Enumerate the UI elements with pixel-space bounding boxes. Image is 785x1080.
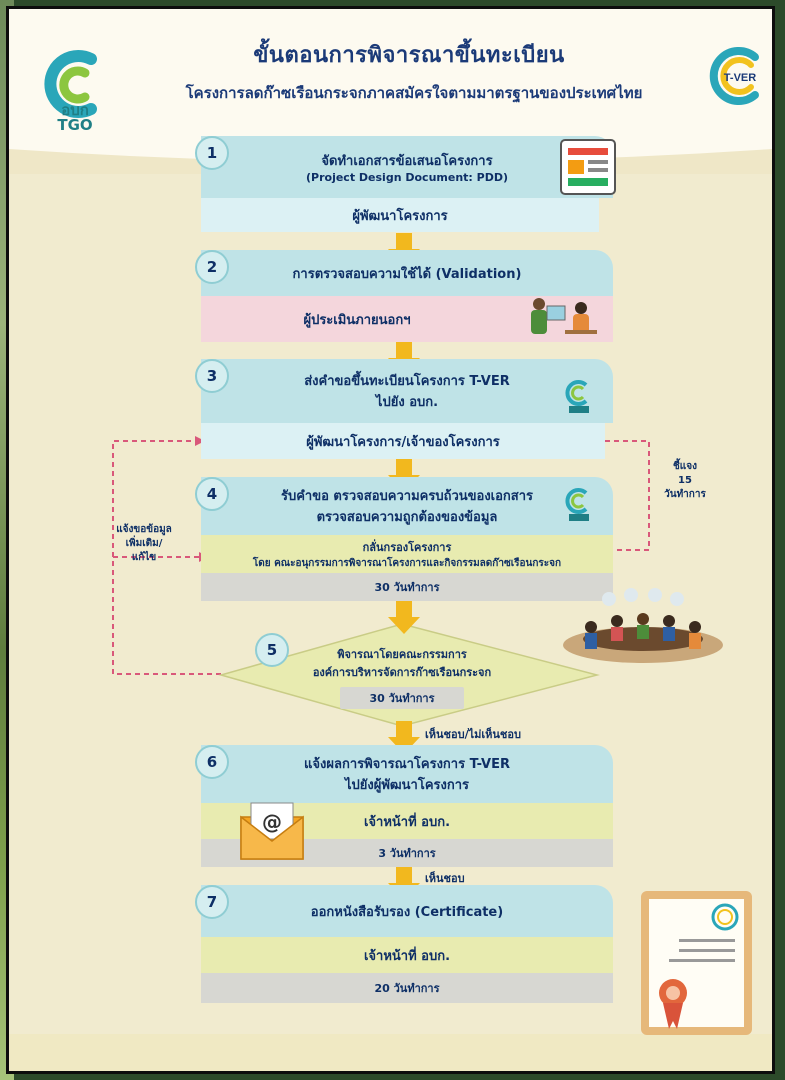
page-title: ขั้นตอนการพิจารณาขึ้นทะเบียน bbox=[253, 43, 565, 68]
step-1-number: 1 bbox=[195, 136, 229, 170]
approve-label: เห็นชอบ bbox=[425, 872, 465, 885]
arrow-4-5 bbox=[388, 601, 420, 634]
step-3-responsible: ผู้พัฒนาโครงการ/เจ้าของโครงการ bbox=[201, 423, 605, 459]
step-6-number: 6 bbox=[195, 745, 229, 779]
certificate-icon bbox=[641, 891, 752, 1035]
step-3-header: ส่งคำขอขึ้นทะเบียนโครงการ T-VER ไปยัง อบ… bbox=[201, 359, 613, 423]
step-4-responsible: กลั่นกรองโครงการ โดย คณะอนุกรรมการพิจารณ… bbox=[201, 535, 613, 573]
tver-logo-icon: T-VER bbox=[709, 47, 759, 105]
validator-people-icon bbox=[531, 298, 597, 334]
arrow-3-4 bbox=[388, 459, 420, 492]
poster: อบก TGO ขั้นตอนการพิจารณาขึ้นทะเบียน โคร… bbox=[6, 6, 775, 1074]
tgo-small-logo-icon bbox=[565, 488, 589, 521]
arrow-2-3 bbox=[388, 342, 420, 375]
at-symbol-icon: @ bbox=[262, 810, 282, 834]
tgo-logo-text: อบก TGO bbox=[57, 101, 93, 134]
page-subtitle: โครงการลดก๊าซเรือนกระจกภาคสมัครใจตามมาตร… bbox=[185, 84, 643, 102]
step-7-duration: 20 วันทำการ bbox=[201, 973, 613, 1003]
step-3-number: 3 bbox=[195, 359, 229, 393]
request-dashed-line-upper bbox=[112, 440, 195, 557]
email-envelope-icon: @ bbox=[240, 802, 304, 860]
header: อบก TGO ขั้นตอนการพิจารณาขึ้นทะเบียน โคร… bbox=[9, 9, 772, 177]
step-7-header: ออกหนังสือรับรอง (Certificate) bbox=[201, 885, 613, 937]
document-icon bbox=[560, 139, 616, 195]
step-1-responsible: ผู้พัฒนาโครงการ bbox=[201, 198, 599, 232]
step-4-number: 4 bbox=[195, 477, 229, 511]
step-4-duration: 30 วันทำการ bbox=[201, 573, 613, 601]
request-dashed-line-lower bbox=[112, 556, 221, 675]
step-5-number: 5 bbox=[255, 633, 289, 667]
arrow-1-2 bbox=[388, 233, 420, 266]
step-5-duration: 30 วันทำการ bbox=[340, 687, 464, 709]
approve-reject-label: เห็นชอบ/ไม่เห็นชอบ bbox=[425, 728, 521, 741]
step-5-title: พิจารณาโดยคณะกรรมการ องค์การบริหารจัดการ… bbox=[312, 648, 492, 679]
step-7-number: 7 bbox=[195, 885, 229, 919]
tver-logo-text: T-VER bbox=[724, 72, 756, 84]
tgo-small-logo-icon bbox=[565, 380, 589, 413]
step-6-header: แจ้งผลการพิจารณาโครงการ T-VER ไปยังผู้พั… bbox=[201, 745, 613, 803]
footer-band bbox=[9, 1034, 772, 1071]
step-1-header: จัดทำเอกสารข้อเสนอโครงการ (Project Desig… bbox=[201, 136, 613, 198]
request-info-note: แจ้งขอข้อมูล เพิ่มเติม/ แก้ไข bbox=[116, 524, 172, 563]
arrow-6-7 bbox=[388, 867, 420, 900]
step-4-header: รับคำขอ ตรวจสอบความครบถ้วนของเอกสาร ตรวจ… bbox=[201, 477, 613, 535]
step-2-header: การตรวจสอบความใช้ได้ (Validation) bbox=[201, 250, 613, 296]
step-7-responsible: เจ้าหน้าที่ อบก. bbox=[201, 937, 613, 973]
request-arrowhead-upper bbox=[195, 436, 205, 446]
clarify-dashed-line bbox=[605, 440, 650, 551]
meeting-illustration-icon bbox=[563, 588, 723, 663]
arrow-5-6 bbox=[388, 721, 420, 754]
tgo-logo-icon bbox=[44, 50, 97, 118]
clarify-note: ชี้แจง 15 วันทำการ bbox=[664, 461, 706, 500]
step-2-number: 2 bbox=[195, 250, 229, 284]
